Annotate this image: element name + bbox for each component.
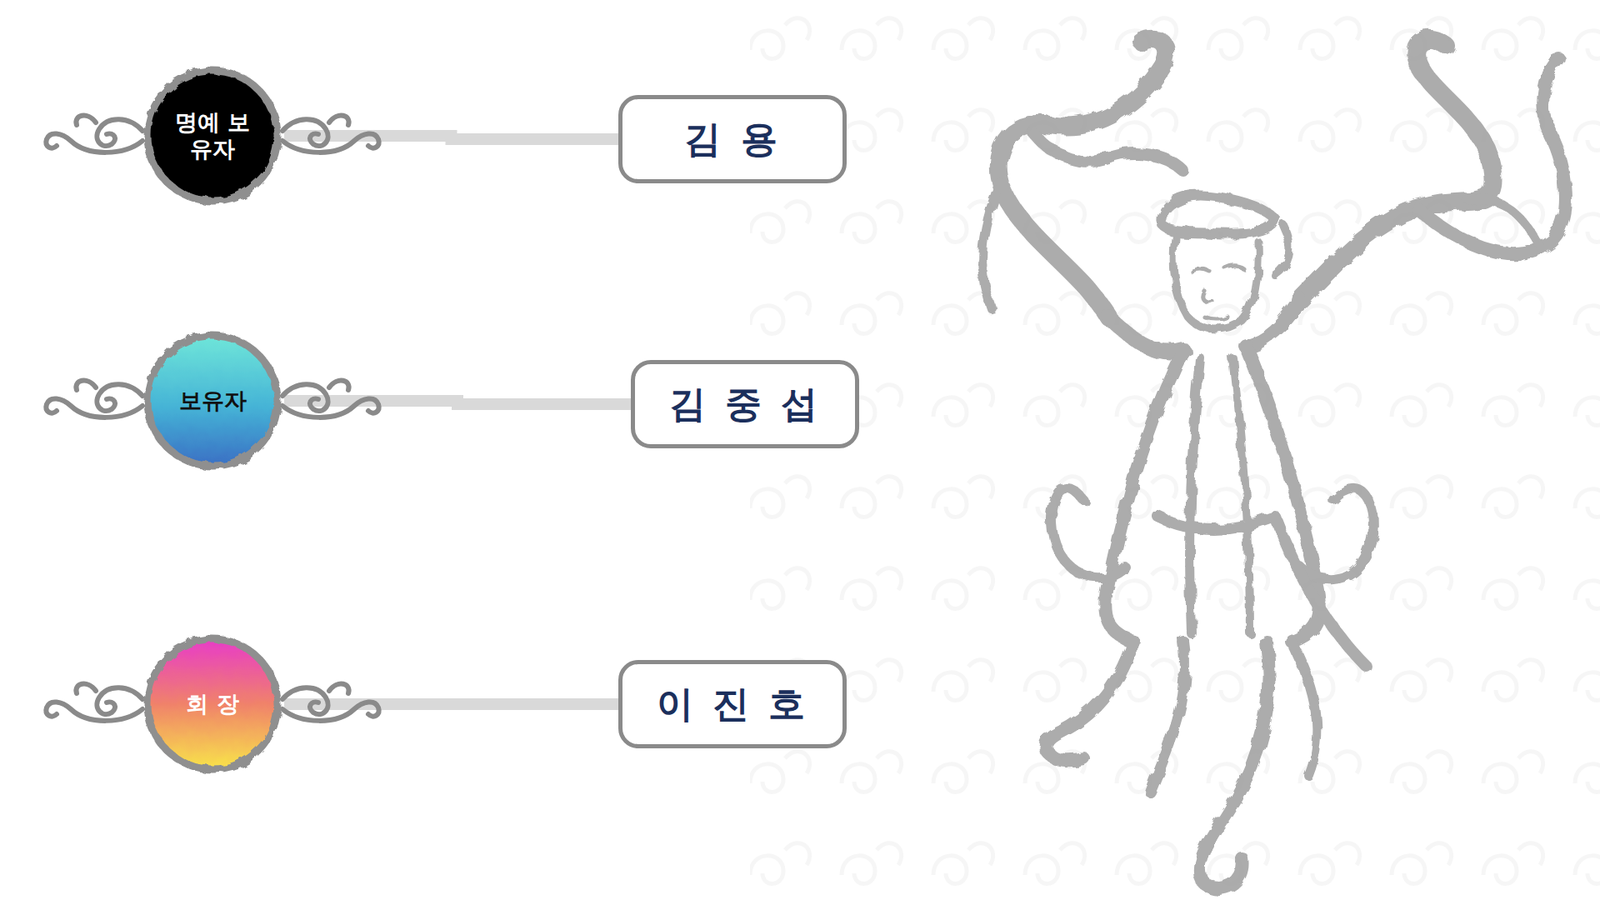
name-box: 김 용: [618, 95, 847, 184]
name-box: 김 중 섭: [630, 360, 860, 449]
watermark-pattern: [750, 0, 1600, 900]
badge-fill: [147, 70, 278, 201]
role-label: 회 장: [165, 690, 260, 718]
connector-line: [284, 698, 619, 710]
badge-fill: [147, 335, 278, 466]
role-label: 보유자: [165, 387, 260, 415]
connector-line: [284, 135, 619, 140]
person-name: 이 진 호: [656, 680, 810, 730]
person-name: 김 중 섭: [669, 380, 822, 430]
title-badge: 회 장: [140, 632, 285, 776]
person-name: 김 용: [684, 115, 780, 165]
badge-fill: [147, 639, 278, 770]
name-box: 이 진 호: [618, 660, 847, 749]
dancer-illustration: [982, 39, 1566, 889]
connector-line: [284, 400, 631, 405]
title-badge: 보유자: [140, 329, 285, 473]
title-badge: 명예 보유자: [140, 64, 285, 208]
role-label: 명예 보유자: [165, 109, 260, 164]
